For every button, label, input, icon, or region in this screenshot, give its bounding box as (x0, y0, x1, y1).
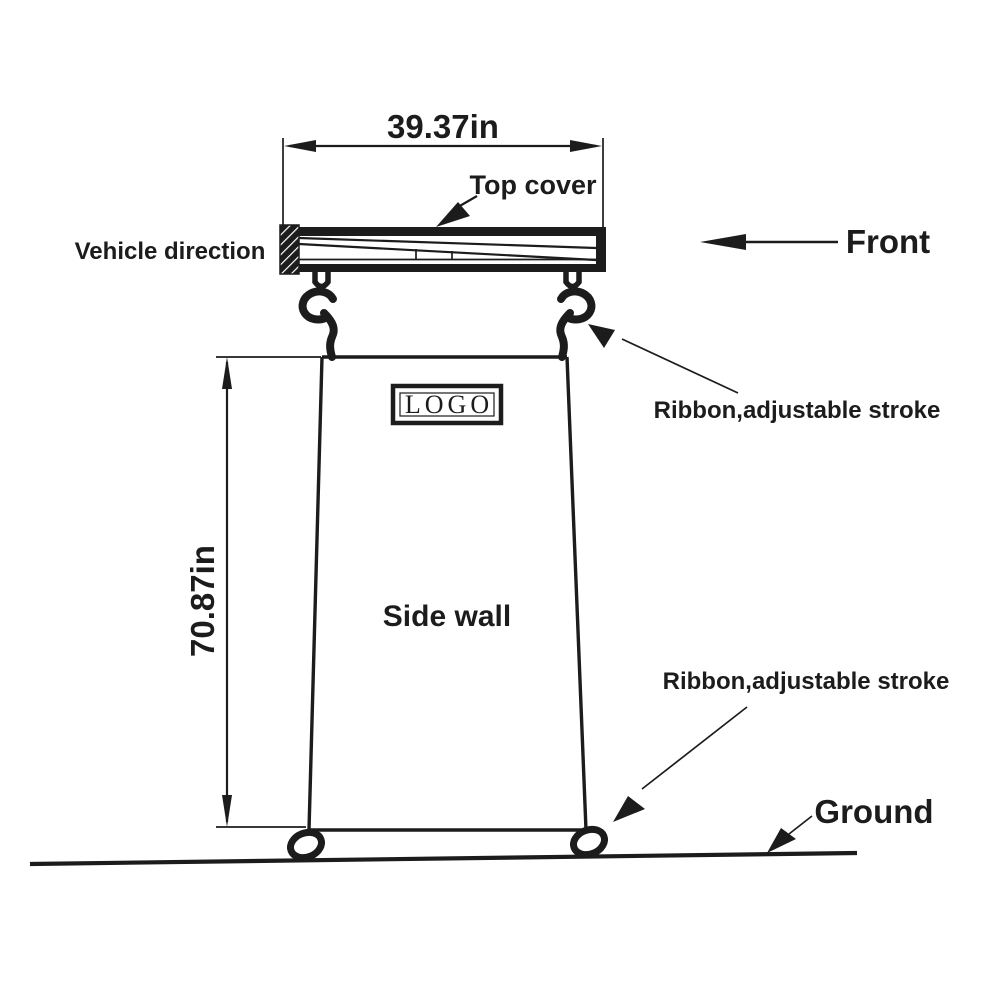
right-hook (556, 269, 596, 361)
ground-arrow (767, 828, 796, 853)
dim-arrow-up (222, 357, 232, 389)
width-dimension-value: 39.37in (387, 108, 499, 145)
dim-arrow-left (284, 140, 316, 152)
ground-drawing: Ground (29, 793, 934, 867)
bottom-rings (286, 825, 609, 862)
cover-hatched-end (279, 224, 300, 275)
height-dimension: 70.87in (184, 356, 321, 828)
side-wall-drawing: Side wall (307, 355, 588, 832)
top-cover-drawing (279, 224, 606, 275)
vehicle-direction-label: Vehicle direction (75, 238, 266, 265)
width-dimension: 39.37in (282, 108, 604, 227)
ribbon-bottom-label: Ribbon,adjustable stroke (663, 668, 950, 695)
ground-label: Ground (814, 793, 933, 830)
ribbon-top-label: Ribbon,adjustable stroke (654, 397, 941, 424)
dim-arrow-right (570, 140, 602, 152)
front-label: Front (846, 223, 930, 260)
dim-arrow-down (222, 795, 232, 827)
side-wall-label: Side wall (383, 600, 511, 633)
left-ring (286, 828, 326, 862)
height-dimension-value: 70.87in (184, 545, 221, 657)
logo-plate: LOGO (390, 383, 504, 426)
top-cover-arrow (436, 202, 470, 227)
front-arrow (700, 234, 746, 250)
callout-front: Front (700, 223, 930, 260)
ribbon-top-arrow (588, 324, 615, 348)
logo-text: LOGO (405, 390, 493, 419)
right-ring (569, 825, 609, 859)
callout-top-cover: Top cover (436, 170, 597, 227)
ribbon-bottom-arrow (613, 796, 645, 822)
callout-ribbon-top: Ribbon,adjustable stroke (588, 324, 940, 424)
left-hook (298, 269, 338, 361)
callout-ribbon-bottom: Ribbon,adjustable stroke (613, 668, 949, 822)
top-cover-label: Top cover (469, 170, 597, 200)
